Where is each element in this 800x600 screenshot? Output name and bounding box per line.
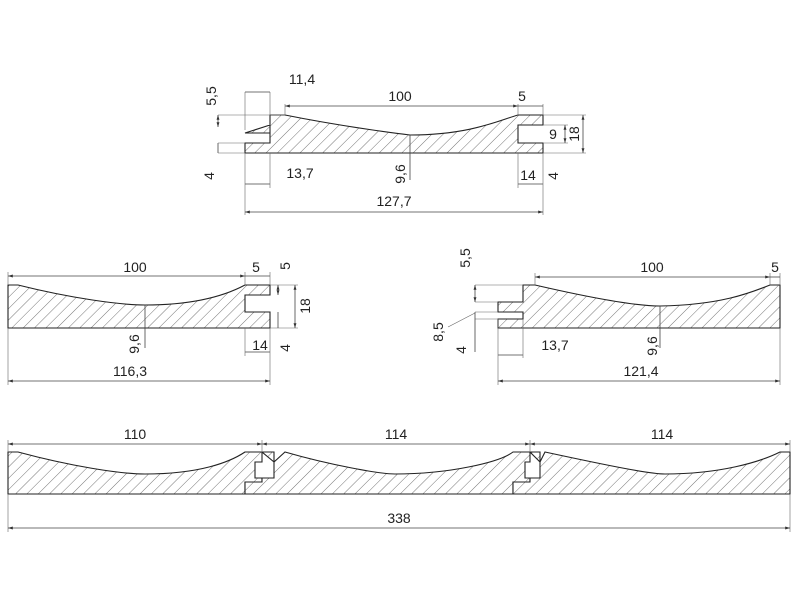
dim-right-4: 4 [453, 346, 469, 354]
profile-top: 5,5 11,4 100 5 9 18 4 13,7 9,6 14 4 127,… [201, 71, 586, 215]
assembly-right-section [512, 451, 791, 495]
dim-left-4: 4 [277, 344, 293, 352]
dim-top-13-7: 13,7 [286, 165, 313, 181]
dim-right-13-7: 13,7 [541, 337, 568, 353]
dim-left-116-3: 116,3 [113, 363, 147, 379]
dim-top-100: 100 [388, 88, 412, 104]
dim-right-8-5: 8,5 [430, 322, 446, 342]
dim-left-100: 100 [123, 259, 147, 275]
dim-right-5: 5 [771, 259, 779, 275]
dim-assembly-110: 110 [124, 426, 147, 442]
dim-top-5: 5 [518, 88, 526, 104]
dim-right-9-6: 9,6 [644, 336, 660, 356]
dim-top-9-6: 9,6 [392, 164, 408, 184]
profile-assembly: 110 114 114 338 [7, 426, 791, 532]
dim-assembly-338: 338 [387, 510, 411, 526]
dim-left-5: 5 [252, 259, 260, 275]
dim-right-100: 100 [640, 259, 664, 275]
assembly-middle-section [244, 451, 531, 495]
dim-assembly-114-right: 114 [651, 426, 674, 442]
profile-left-section [7, 284, 271, 329]
dim-top-4-right: 4 [545, 172, 561, 180]
dim-right-5-5: 5,5 [457, 248, 473, 268]
dim-top-18: 18 [566, 126, 582, 142]
dim-top-9: 9 [549, 126, 557, 142]
dim-top-11-4: 11,4 [289, 71, 315, 87]
profile-left: 100 5 5 18 9,6 14 4 116,3 [7, 259, 313, 385]
dim-top-14: 14 [520, 167, 536, 183]
dim-top-5-5: 5,5 [203, 86, 219, 106]
assembly-section [7, 451, 263, 495]
dim-left-5-vertical: 5 [277, 262, 293, 270]
dim-top-127-7: 127,7 [376, 193, 411, 209]
dim-right-121-4: 121,4 [623, 363, 658, 379]
dim-left-18: 18 [297, 298, 313, 314]
profile-top-section [244, 114, 544, 154]
profile-right: 5,5 100 5 8,5 4 13,7 9,6 121,4 [430, 248, 781, 385]
dim-top-4-left: 4 [201, 172, 217, 180]
profile-right-section [497, 284, 781, 329]
dim-assembly-114-middle: 114 [385, 426, 408, 442]
dim-left-14: 14 [252, 337, 268, 353]
dim-left-9-6: 9,6 [126, 334, 142, 354]
